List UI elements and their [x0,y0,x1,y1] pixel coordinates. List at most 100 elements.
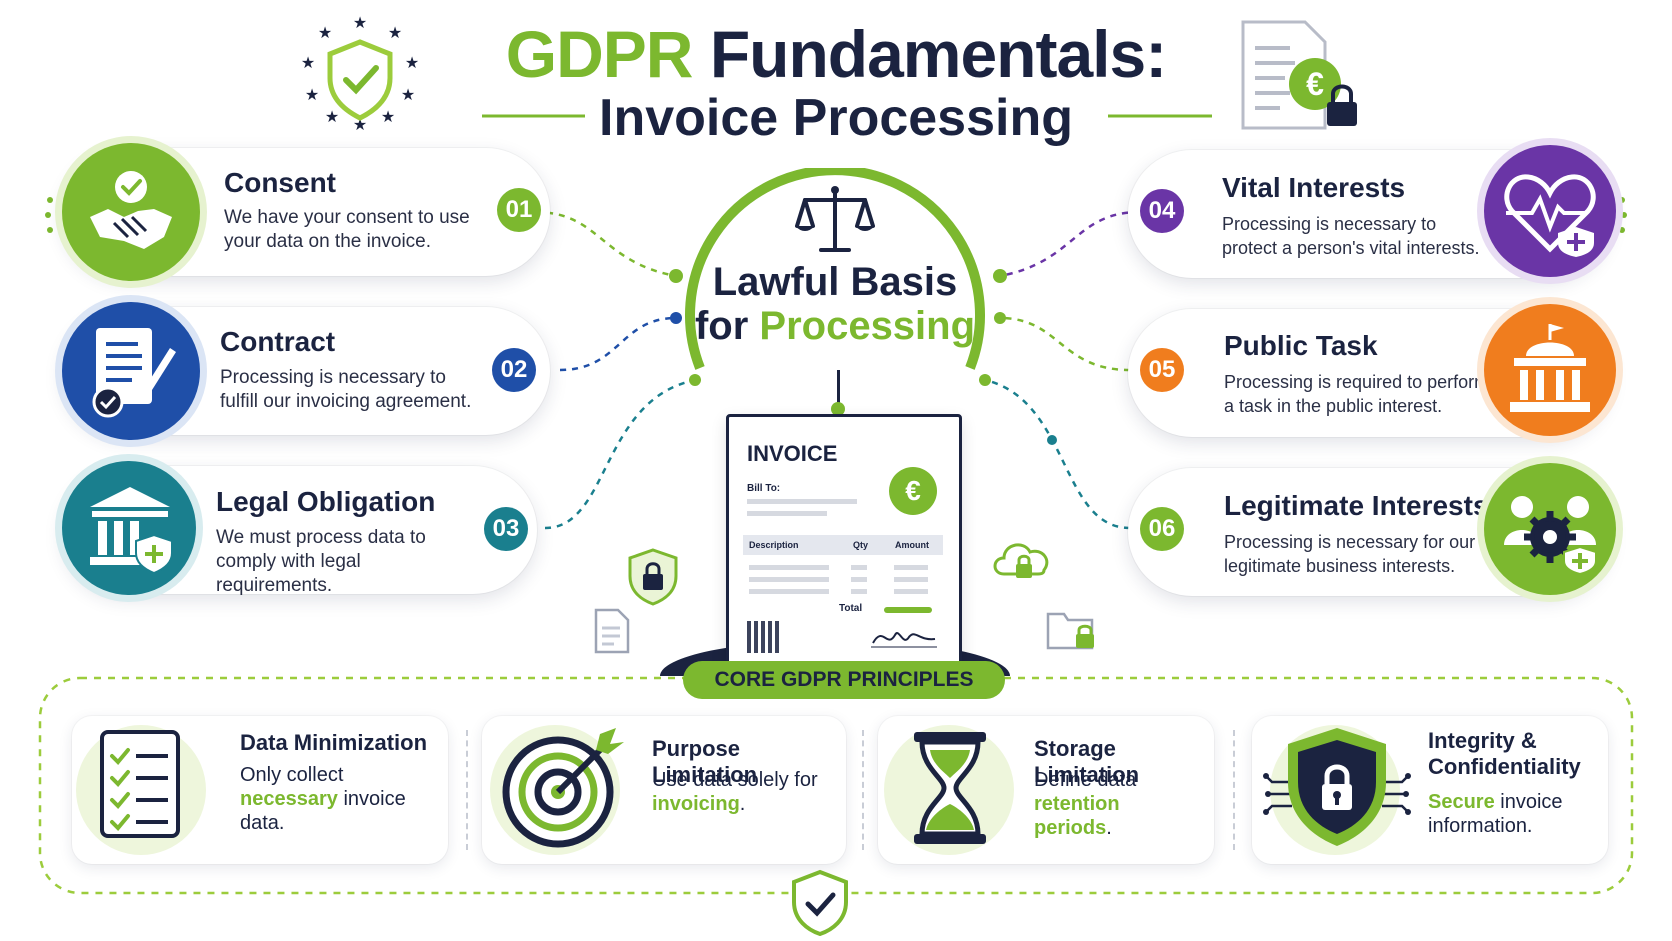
folder-lock-icon [1046,612,1094,650]
lawful-basis-line1: Lawful Basis [712,260,958,304]
target-icon [502,728,624,848]
basis-icon-circle-legitimate-interests [1484,463,1616,595]
principle-desc-integrity-confidentiality: Secure invoice information. [1428,790,1588,838]
invoice-euro-badge: € [889,467,937,515]
svg-text:★: ★ [388,25,402,42]
basis-desc-vital-interests: Processing is necessary to protect a per… [1222,214,1480,258]
basis-number-06: 06 [1140,507,1184,551]
page-title: GDPR Fundamentals: [0,16,1672,92]
basis-desc-legal-obligation: We must process data to comply with lega… [216,527,426,596]
eu-shield-icon: ★ ★ ★ ★ ★ ★ ★ ★ ★ ★ [301,15,419,130]
government-building-icon [1510,324,1590,412]
invoice-total-bar [884,607,932,613]
document-icon [594,608,630,654]
center-stem [837,370,840,406]
invoice-row-placeholder [749,565,829,570]
principle-desc-highlight: invoicing [652,793,740,815]
basis-title-legitimate-interests: Legitimate Interests [1224,490,1489,521]
svg-text:★: ★ [325,109,339,126]
invoice-euro-symbol: € [905,475,921,506]
basis-number-04: 04 [1140,189,1184,233]
page-subtitle: Invoice Processing [599,89,1073,147]
principle-title-storage-limitation: Storage Limitation [1034,736,1140,787]
principle-desc-post: invoice data. [240,788,406,834]
center-stem-dot [831,402,845,416]
people-gear-icon [1504,496,1597,575]
principle-title-purpose-limitation: Purpose Limitation [652,736,758,787]
basis-number-03: 03 [484,507,528,551]
checklist-icon [100,730,180,838]
basis-icon-circle-contract [62,302,200,440]
invoice-lock-icon: € [1241,20,1357,130]
principle-desc-post: . [1106,817,1112,839]
svg-text:★: ★ [353,15,367,32]
contract-icon [92,328,176,418]
invoice-col-description: Description [749,540,799,550]
title-fundamentals: Fundamentals: [709,17,1167,91]
basis-desc-consent: We have your consent to use your data on… [224,207,470,252]
basis-icon-circle-legal-obligation [62,461,196,595]
svg-text:★: ★ [401,87,415,104]
basis-title-vital-interests: Vital Interests [1222,172,1406,203]
invoice-col-qty: Qty [853,540,869,550]
principle-desc-highlight: retention periods [1034,793,1120,839]
principle-desc-highlight: necessary [240,788,338,810]
svg-text:★: ★ [305,87,319,104]
lawful-basis-for: for [694,304,749,348]
basis-title-contract: Contract [220,326,336,357]
invoice-document: INVOICE Bill To: € Description Qty Amoun… [726,414,962,672]
basis-number-05: 05 [1140,348,1184,392]
svg-text:★: ★ [353,117,367,130]
basis-number-01: 01 [497,188,541,232]
basis-icon-circle-consent [62,143,200,281]
padlock-shield-icon [628,548,678,606]
principle-desc-pre: Define data [1034,769,1137,791]
invoice-row-placeholder [851,565,867,570]
principle-title-data-minimization: Data Minimization [240,730,428,755]
lawful-basis-ring [685,168,985,370]
basis-icon-circle-vital-interests [1484,145,1616,277]
principle-desc-data-minimization: Only collect necessary invoice data. [240,763,430,835]
basis-title-legal-obligation: Legal Obligation [216,486,436,517]
basis-desc-contract: Processing is necessary to fulfill our i… [220,367,472,412]
principle-desc-pre: Only collect [240,764,344,786]
svg-text:€: € [1306,66,1324,102]
signature-icon [871,632,937,648]
shield-check-icon [792,869,848,936]
basis-title-consent: Consent [224,167,336,198]
principle-divider [466,730,468,850]
svg-text:★: ★ [405,55,419,72]
principle-desc-storage-limitation: Define data retention periods. [1034,768,1194,840]
principle-title-integrity-confidentiality: Integrity & Confidentiality [1428,728,1581,779]
lawful-basis-processing: Processing [759,304,976,348]
principles-label: CORE GDPR PRINCIPLES [683,661,1005,699]
heart-pulse-icon [1504,174,1596,257]
cloud-lock-icon [993,543,1049,578]
shield-lock-icon [1263,728,1411,846]
scales-icon [795,186,875,252]
basis-number-02: 02 [492,348,536,392]
principle-divider [1233,730,1235,850]
qr-code-icon [747,621,779,653]
principle-desc-post: invoice information. [1428,791,1563,837]
principle-desc-post: . [739,793,746,815]
courthouse-icon [90,487,173,575]
invoice-line-placeholder [747,511,827,516]
invoice-total-label: Total [839,603,863,614]
principle-desc-highlight: Secure [1428,791,1495,813]
principle-desc-pre: Use data solely for [652,769,818,791]
principle-divider [862,730,864,850]
svg-text:★: ★ [318,25,332,42]
basis-desc-public-task: Processing is required to perform a task… [1224,372,1490,416]
principle-desc-purpose-limitation: Use data solely for invoicing. [652,768,822,816]
lawful-basis-line2: for Processing [670,304,1000,349]
invoice-line-placeholder [747,499,857,504]
handshake-icon [90,171,172,249]
basis-icon-circle-public-task [1484,304,1616,436]
invoice-row-placeholder [894,565,928,570]
svg-text:★: ★ [301,55,315,72]
hourglass-icon [914,732,986,844]
lawful-basis-circle: Lawful Basis for Processing [670,168,1000,416]
basis-desc-legitimate-interests: Processing is necessary for our legitima… [1224,532,1476,576]
invoice-table-header: Description Qty Amount [743,535,943,555]
